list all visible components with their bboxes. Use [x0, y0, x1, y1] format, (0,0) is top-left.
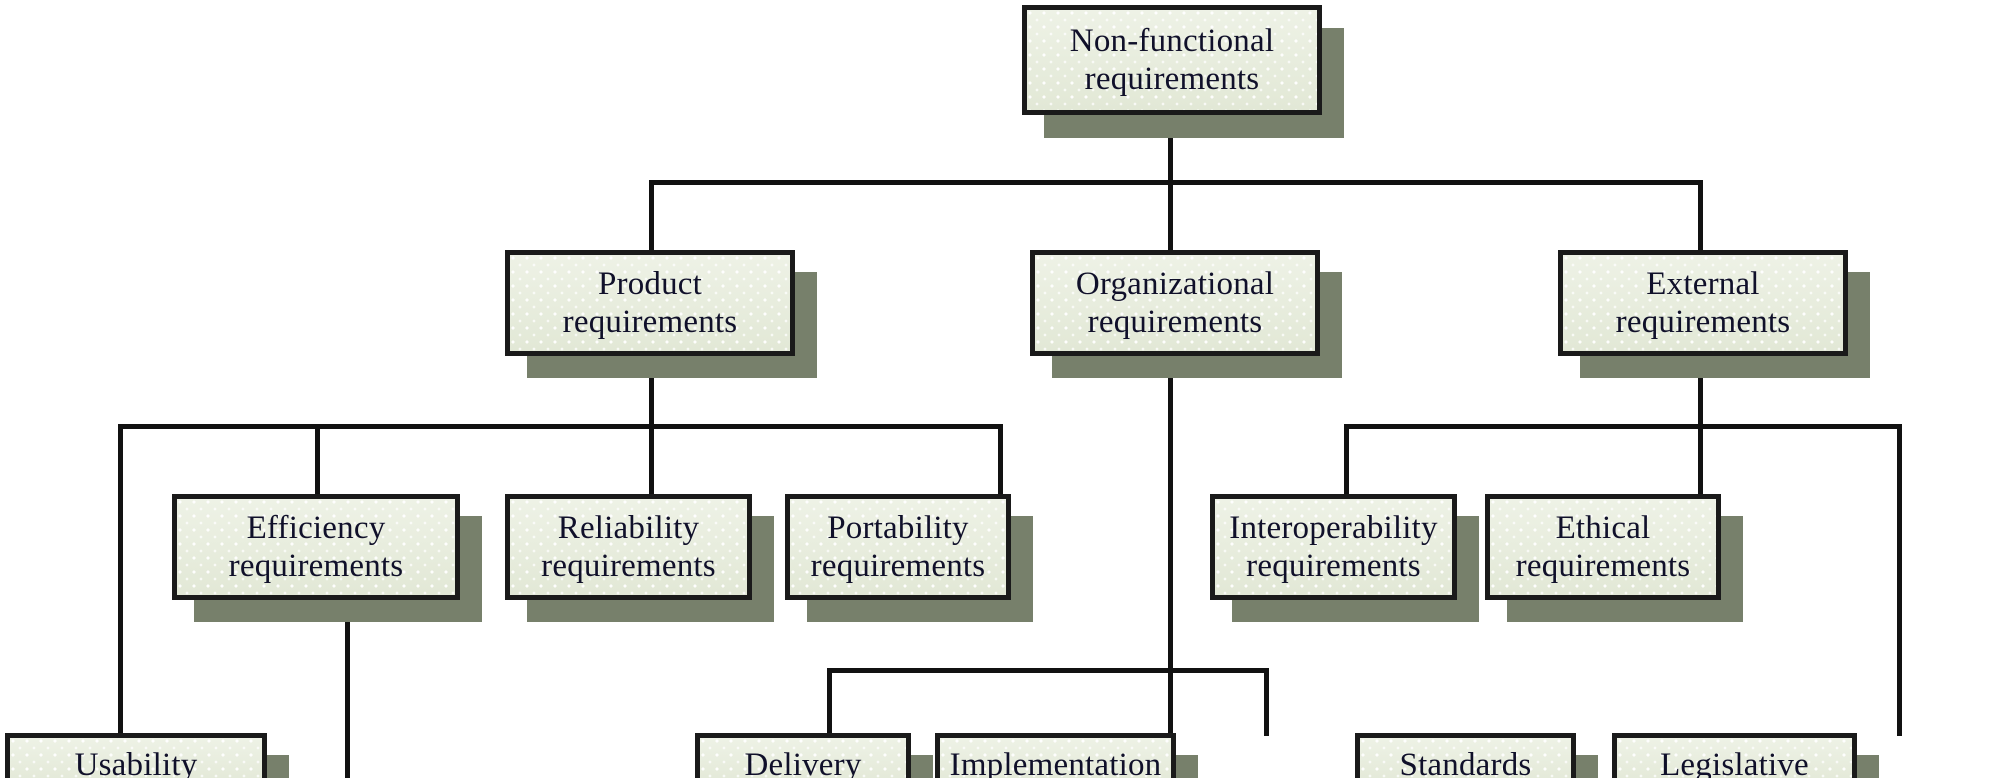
- node-standards-label: Standards: [1399, 747, 1532, 778]
- node-interoperability-label: Interoperability requirements: [1229, 509, 1438, 584]
- edge-product-to-efficiency: [315, 424, 320, 496]
- node-organizational-label: Organizational requirements: [1075, 265, 1275, 340]
- node-reliability-label: Reliability requirements: [541, 509, 716, 584]
- node-reliability[interactable]: Reliability requirements: [505, 494, 752, 600]
- edge-external-to-legislative: [1897, 424, 1902, 736]
- node-product[interactable]: Product requirements: [505, 250, 795, 356]
- node-delivery[interactable]: Delivery: [695, 733, 911, 778]
- edge-organizational-to-standards: [1264, 668, 1269, 736]
- node-root-label: Non-functional requirements: [1069, 22, 1275, 97]
- node-external-label: External requirements: [1615, 265, 1791, 340]
- edge-organizational-bus: [827, 668, 1269, 673]
- edge-organizational-to-delivery: [827, 668, 832, 736]
- edge-bus-to-external: [1698, 180, 1703, 252]
- edge-external-bus: [1344, 424, 1902, 429]
- node-interoperability[interactable]: Interoperability requirements: [1210, 494, 1457, 600]
- node-legislative-label: Legislative: [1660, 747, 1809, 778]
- node-ethical-label: Ethical requirements: [1515, 509, 1691, 584]
- node-external[interactable]: External requirements: [1558, 250, 1848, 356]
- edge-root-stem: [1168, 118, 1173, 188]
- edge-product-stem: [649, 355, 654, 429]
- edge-product-to-portability: [998, 424, 1003, 496]
- node-efficiency-label: Efficiency requirements: [228, 509, 404, 584]
- node-legislative[interactable]: Legislative: [1612, 733, 1857, 778]
- edge-level2-bus: [649, 180, 1703, 185]
- node-standards[interactable]: Standards: [1355, 733, 1576, 778]
- node-product-label: Product requirements: [562, 265, 738, 340]
- edge-product-to-usability: [118, 424, 123, 736]
- edge-organizational-to-implementation: [1168, 668, 1173, 736]
- node-portability[interactable]: Portability requirements: [785, 494, 1011, 600]
- node-usability[interactable]: Usability: [5, 733, 267, 778]
- edge-bus-to-organizational: [1168, 180, 1173, 252]
- node-implementation[interactable]: Implementation: [935, 733, 1176, 778]
- edge-external-to-ethical: [1698, 424, 1703, 496]
- edge-efficiency-descender: [345, 598, 350, 778]
- edge-organizational-stem: [1168, 355, 1173, 673]
- node-usability-label: Usability: [74, 747, 198, 778]
- node-ethical[interactable]: Ethical requirements: [1485, 494, 1721, 600]
- node-root[interactable]: Non-functional requirements: [1022, 5, 1322, 115]
- edge-bus-to-product: [649, 180, 654, 252]
- node-implementation-label: Implementation: [949, 747, 1162, 778]
- node-organizational[interactable]: Organizational requirements: [1030, 250, 1320, 356]
- node-delivery-label: Delivery: [744, 747, 862, 778]
- node-efficiency[interactable]: Efficiency requirements: [172, 494, 460, 600]
- edge-product-bus: [118, 424, 1003, 429]
- node-portability-label: Portability requirements: [810, 509, 986, 584]
- edge-external-to-interoperability: [1344, 424, 1349, 496]
- edge-external-stem: [1698, 355, 1703, 429]
- edge-product-to-reliability: [649, 424, 654, 496]
